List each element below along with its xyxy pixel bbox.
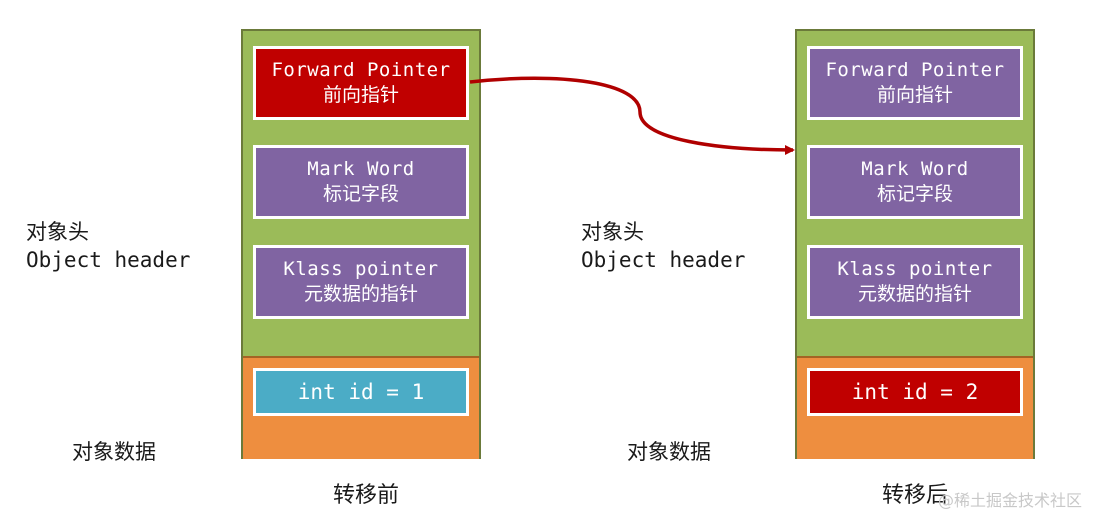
klass-pointer-field: Klass pointer 元数据的指针 <box>807 245 1023 319</box>
right-header-label-cn: 对象头 <box>581 220 644 244</box>
right-data-label: 对象数据 <box>627 440 711 464</box>
mark-word-field: Mark Word 标记字段 <box>807 145 1023 219</box>
caption-before: 转移前 <box>333 483 400 508</box>
left-data-label: 对象数据 <box>72 440 156 464</box>
left-header-label: 对象头 Object header <box>26 218 190 274</box>
forward-pointer-field: Forward Pointer 前向指针 <box>807 46 1023 120</box>
right-header-label: 对象头 Object header <box>581 218 745 274</box>
klass-pointer-en: Klass pointer <box>283 258 439 280</box>
forward-pointer-field: Forward Pointer 前向指针 <box>253 46 469 120</box>
klass-pointer-cn: 元数据的指针 <box>857 283 972 305</box>
mark-word-en: Mark Word <box>307 158 415 180</box>
mark-word-cn: 标记字段 <box>876 183 953 205</box>
klass-pointer-field: Klass pointer 元数据的指针 <box>253 245 469 319</box>
left-header-label-cn: 对象头 <box>26 220 89 244</box>
klass-pointer-en: Klass pointer <box>837 258 993 280</box>
forward-pointer-en: Forward Pointer <box>271 59 451 81</box>
forward-pointer-cn: 前向指针 <box>322 84 399 106</box>
klass-pointer-cn: 元数据的指针 <box>303 283 418 305</box>
object-before: Forward Pointer 前向指针 Mark Word 标记字段 Klas… <box>241 29 481 459</box>
object-after: Forward Pointer 前向指针 Mark Word 标记字段 Klas… <box>795 29 1035 459</box>
int-id-field: int id = 1 <box>253 368 469 416</box>
mark-word-field: Mark Word 标记字段 <box>253 145 469 219</box>
right-header-label-en: Object header <box>581 248 746 272</box>
forward-pointer-cn: 前向指针 <box>876 84 953 106</box>
forward-pointer-en: Forward Pointer <box>825 59 1005 81</box>
int-id-field: int id = 2 <box>807 368 1023 416</box>
left-header-label-en: Object header <box>26 248 191 272</box>
mark-word-en: Mark Word <box>861 158 969 180</box>
mark-word-cn: 标记字段 <box>322 183 399 205</box>
caption-after: 转移后 <box>882 483 949 508</box>
watermark: @稀土掘金技术社区 <box>937 491 1082 510</box>
